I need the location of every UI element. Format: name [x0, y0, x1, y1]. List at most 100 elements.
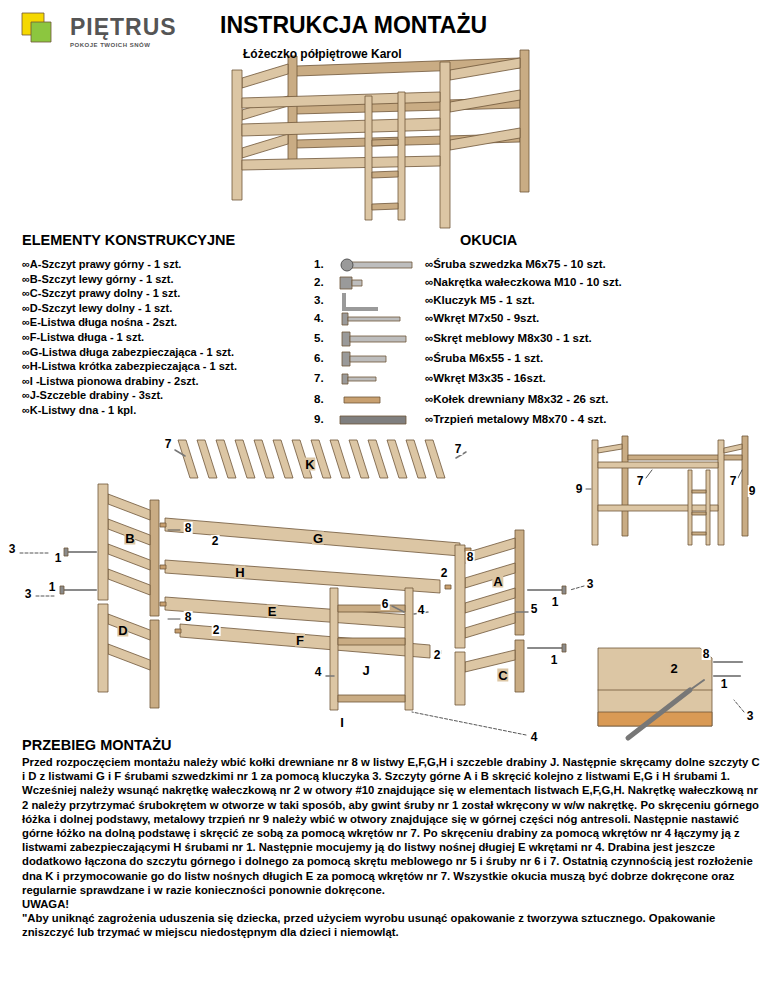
part-entry: ∞G-Listwa długa zabezpieczająca - 1 szt. [22, 346, 234, 359]
dowel-symbol [160, 602, 166, 606]
leader-line [412, 712, 526, 735]
base-slat [368, 440, 388, 478]
part-entry: ∞F-Listwa długa - 1 szt. [22, 331, 144, 344]
ladder-stile [706, 470, 710, 545]
wood-edge [598, 690, 712, 691]
key-symbol [628, 690, 690, 738]
page-title: INSTRUKCJA MONTAŻU [220, 12, 487, 38]
hardware-entry: ∞Kluczyk M5 - 1 szt. [425, 294, 535, 307]
hardware-entry: ∞Kołek drewniany M8x32 - 26 szt. [425, 393, 608, 406]
frame-post [515, 640, 524, 692]
frame-post [98, 604, 108, 692]
dowel-symbol [445, 585, 451, 589]
bolt-symbol [352, 262, 412, 268]
leader-line [734, 700, 744, 712]
callout-number: 1 [550, 654, 559, 666]
screw-symbol [348, 377, 376, 381]
frame-slat [450, 58, 520, 80]
bolt-head [64, 548, 68, 556]
assembled-view [586, 436, 748, 545]
frame-slat [465, 563, 515, 588]
rail [242, 118, 440, 136]
screw-head [342, 352, 350, 366]
logo-square [31, 22, 51, 42]
base-slat [197, 440, 217, 478]
ladder-stile [398, 92, 405, 220]
callout-number: 8 [466, 551, 475, 563]
screw-head [342, 374, 348, 384]
bolt-symbol [64, 589, 96, 591]
nut-symbol [352, 280, 362, 286]
hardware-icons [340, 259, 412, 424]
callout-number: 4 [417, 604, 426, 616]
hardware-entry: ∞Śruba M6x55 - 1 szt. [425, 352, 543, 365]
ladder-rung [338, 695, 405, 702]
bolt-head [341, 259, 353, 271]
rail [242, 156, 440, 170]
pin-symbol [340, 416, 406, 424]
bolt-symbol [68, 551, 96, 553]
nut-symbol [340, 277, 352, 289]
bolt-symbol [714, 661, 742, 663]
frame-slat [108, 569, 150, 595]
callout-number: H [234, 566, 245, 579]
callout-number: 2 [433, 649, 442, 661]
callout-number: 7 [636, 475, 645, 487]
ladder-rung [692, 490, 706, 493]
ladder-rung [338, 638, 405, 645]
logo-text: PIĘTRUS [70, 14, 177, 40]
bolt-symbol [528, 589, 562, 591]
callout-number: K [304, 458, 315, 471]
leader-line [36, 596, 54, 597]
frame-post [150, 500, 159, 616]
frame-slat [450, 90, 520, 112]
hardware-number: 2. [314, 276, 324, 289]
frame-slat [598, 444, 622, 453]
callout-number: 4 [530, 731, 539, 743]
part-entry: ∞E-Listwa długa nośna - 2szt. [22, 316, 177, 329]
instruction-text: Przed rozpoczęciem montażu należy wbić k… [22, 755, 760, 897]
bolt-head [60, 586, 64, 594]
frame-post [232, 70, 242, 200]
ladder-stile [405, 588, 413, 710]
rail [242, 92, 440, 108]
bolt-head [562, 586, 566, 594]
hardware-number: 9. [314, 413, 324, 426]
frame-post [440, 62, 450, 228]
hardware-entry: ∞Śruba szwedzka M6x75 - 10 szt. [425, 258, 606, 271]
base-slat [235, 440, 255, 478]
callout-number: 1 [54, 552, 63, 564]
frame-post [520, 50, 529, 192]
callout-number: 1 [48, 581, 57, 593]
key-symbol [344, 293, 378, 309]
base-slat [273, 440, 293, 478]
screw-symbol [392, 606, 404, 612]
frame-slat [242, 64, 288, 88]
screw-symbol [326, 675, 334, 677]
callout-number: 7 [729, 475, 738, 487]
rail [598, 505, 718, 511]
callout-number: A [492, 575, 503, 588]
rail [165, 560, 440, 593]
instructions-block: Przed rozpoczęciem montażu należy wbić k… [22, 755, 760, 940]
ladder-rung [372, 203, 398, 210]
frame-post [150, 620, 159, 708]
rail [165, 597, 410, 628]
base-slat [330, 440, 350, 478]
bolt-symbol [714, 675, 740, 677]
frame-post [718, 440, 724, 545]
frame-slat [465, 588, 515, 613]
base-slat [406, 440, 426, 478]
leader-line [570, 586, 584, 590]
bed-illustration [22, 13, 529, 228]
hardware-entry: ∞Wkręt M7x50 - 9szt. [425, 312, 539, 325]
part-entry: ∞I -Listwa pionowa drabiny - 2szt. [22, 375, 199, 388]
base-slat [425, 440, 445, 478]
bolt-head [562, 644, 566, 652]
ladder-rung [338, 605, 405, 612]
callout-number: D [117, 624, 128, 637]
ladder-stile [330, 588, 338, 710]
rail [180, 624, 430, 658]
subtitle: Łóżeczko półpiętrowe Karol [243, 48, 402, 62]
callout-number: 8 [184, 611, 193, 623]
